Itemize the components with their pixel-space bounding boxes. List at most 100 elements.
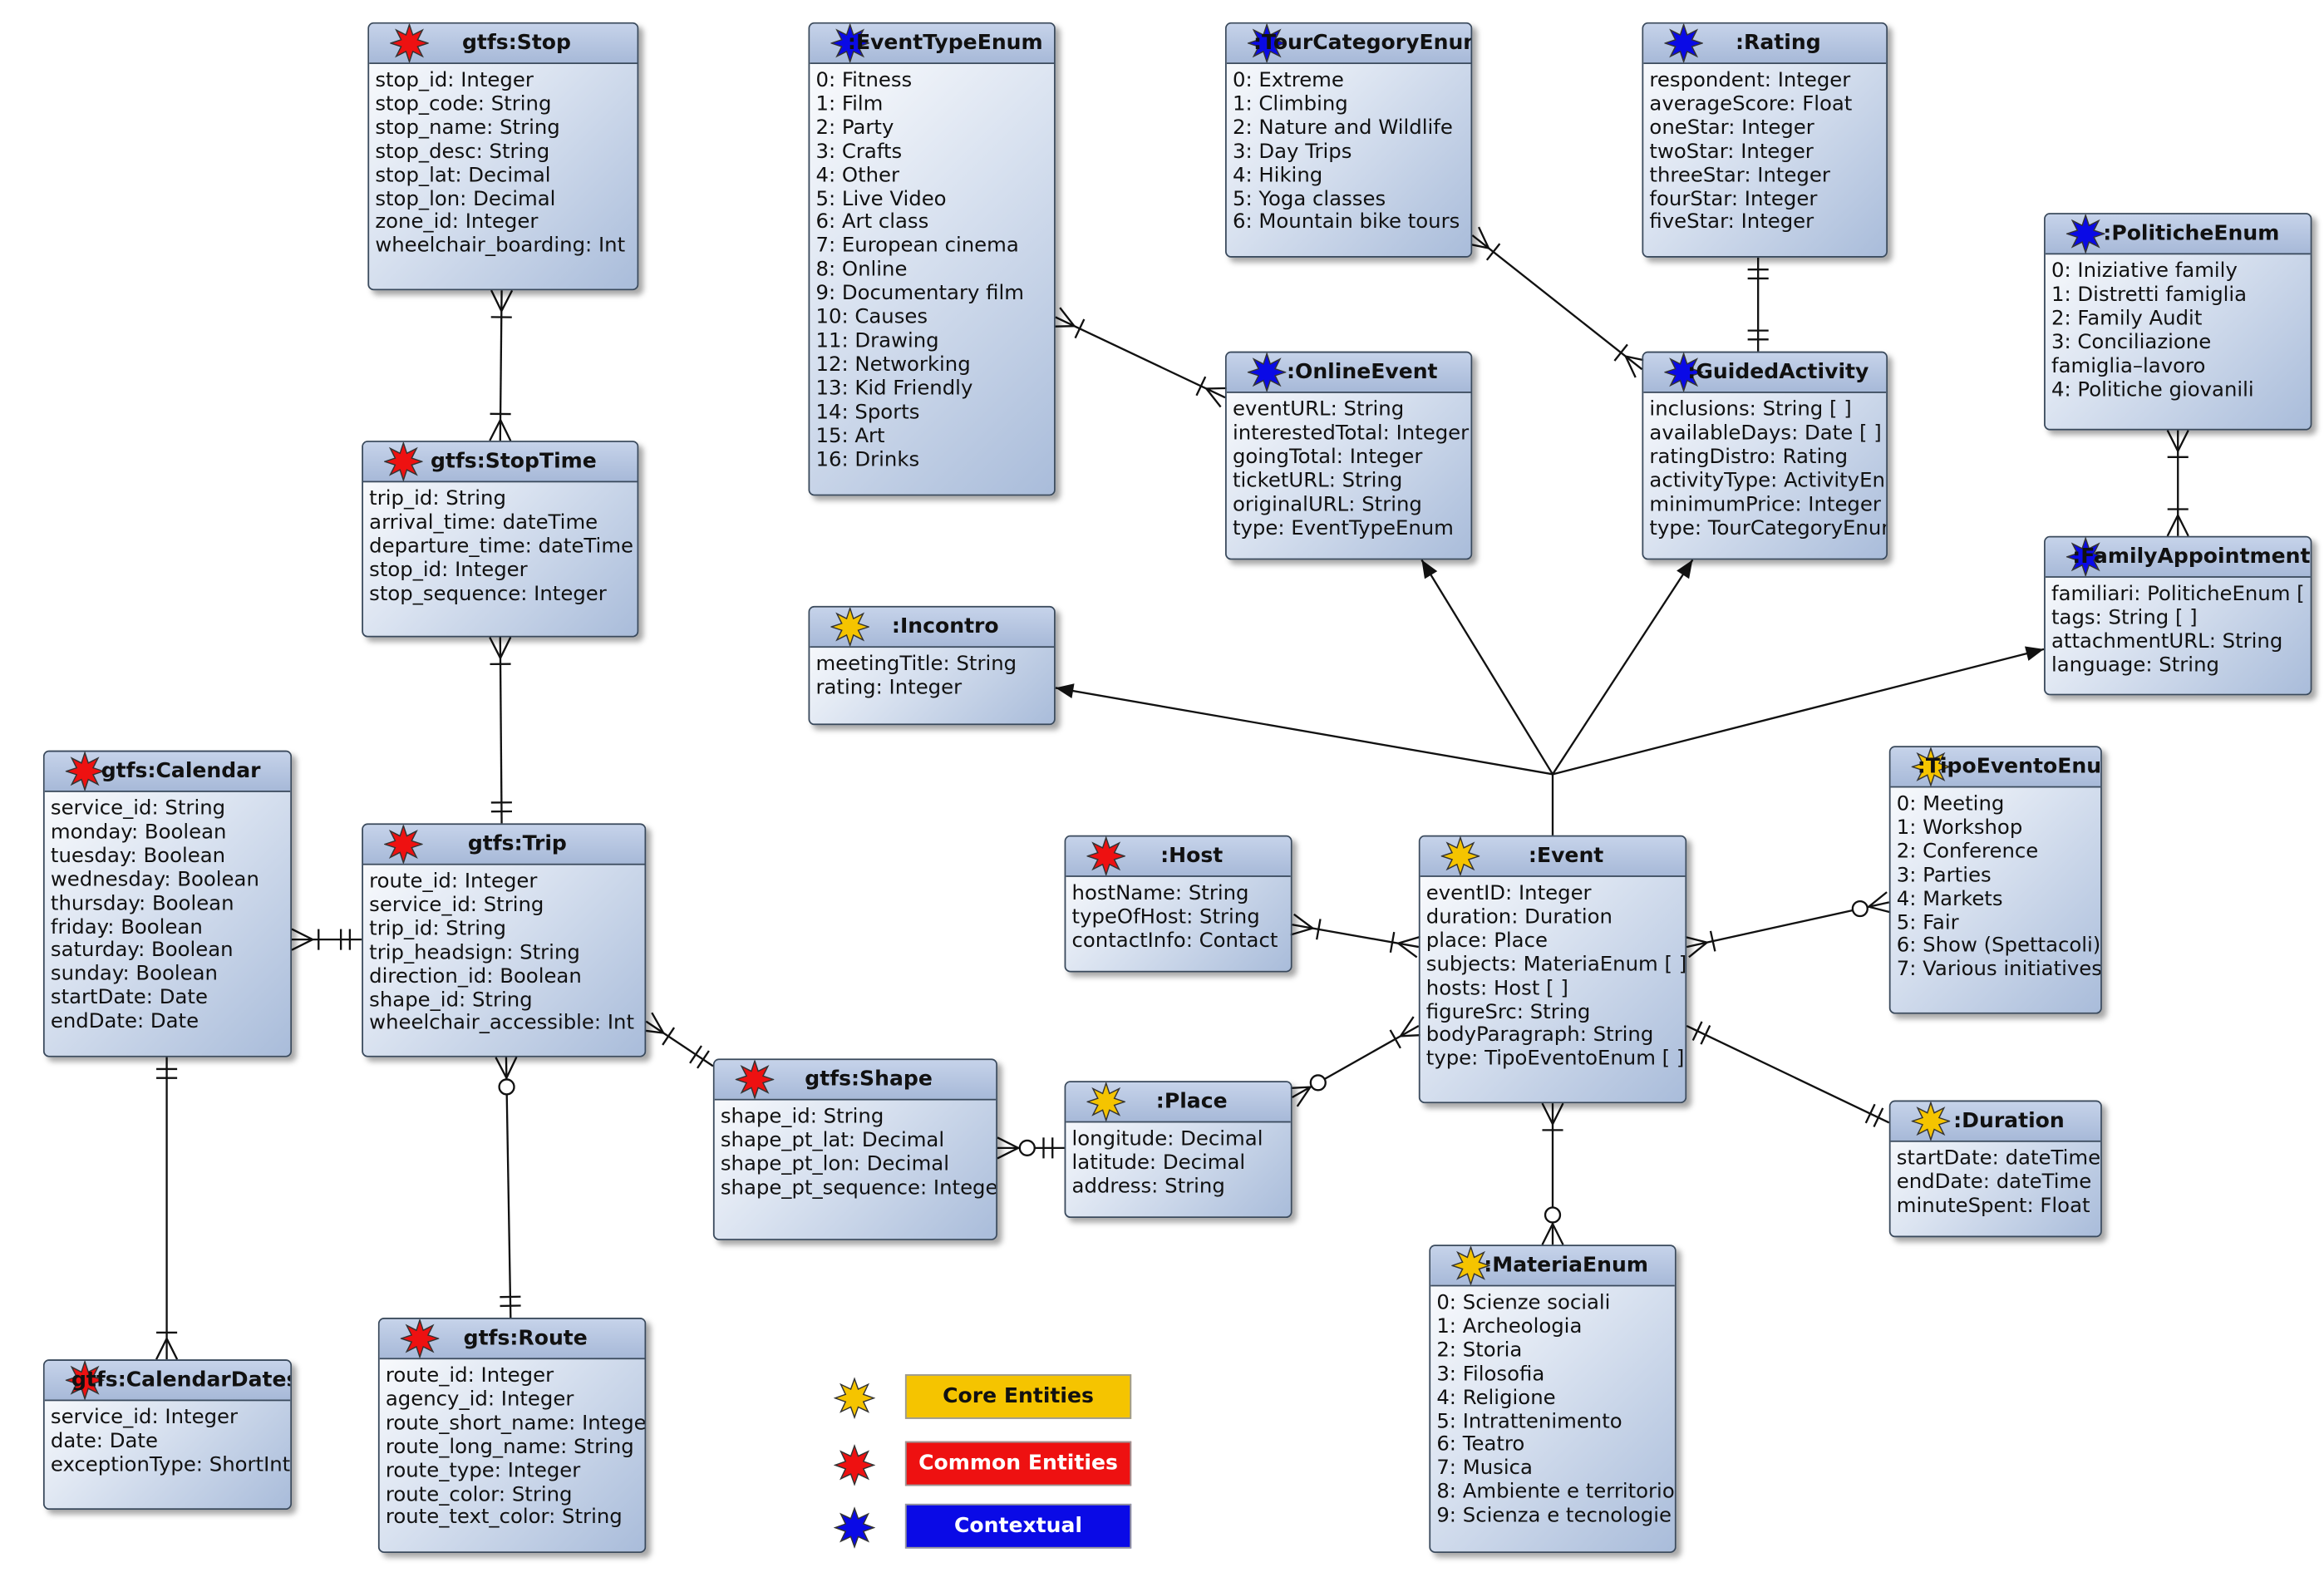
optional-circle <box>1545 1208 1560 1223</box>
entity-attribute: activityType: ActivityEnum <box>1649 470 1880 493</box>
entity-attribute: fiveStar: Integer <box>1649 212 1880 235</box>
entity-attribute: 11: Drawing <box>815 331 1047 354</box>
entity-attribute: route_id: Integer <box>369 871 638 895</box>
entity-attribute: endDate: dateTime <box>1897 1171 2095 1195</box>
entity-attribute: sunday: Boolean <box>51 964 284 987</box>
entity-title: :Incontro <box>810 608 1054 648</box>
entity-attribute: startDate: Date <box>51 988 284 1011</box>
entity-header: gtfs:Trip <box>363 825 644 865</box>
entity-attribute: route_long_name: String <box>386 1437 638 1460</box>
cardinality-bar <box>1873 1108 1883 1127</box>
entity-attribute: shape_id: String <box>721 1107 990 1130</box>
cardinality-bar <box>697 1051 709 1068</box>
entity-attribute: originalURL: String <box>1233 494 1465 517</box>
entity-attribute: 7: Musica <box>1436 1458 1668 1481</box>
cardinality-bar <box>690 1046 702 1063</box>
entity-attribute: 3: Crafts <box>815 141 1047 165</box>
entity-attribute: latitude: Decimal <box>1072 1152 1285 1176</box>
entity-attribute: type: EventTypeEnum <box>1233 517 1465 540</box>
entity-title: :Rating <box>1643 24 1886 64</box>
entity-title: :OnlineEvent <box>1227 352 1471 392</box>
entity-attribute: typeOfHost: String <box>1072 907 1285 930</box>
entity-attribute: saturday: Boolean <box>51 940 284 964</box>
optional-circle <box>1020 1141 1035 1156</box>
entity-attribute: 4: Hiking <box>1233 165 1465 188</box>
entity-attribute: direction_id: Boolean <box>369 966 638 989</box>
relation-line <box>1472 235 1642 369</box>
entity-header: :Incontro <box>810 608 1054 648</box>
entity-attribute: minimumPrice: Integer <box>1649 494 1880 517</box>
entity-attribute: wheelchair_accessible: Int <box>369 1013 638 1037</box>
entity-attribute: date: Date <box>51 1431 284 1454</box>
entity-attribute: 1: Archeologia <box>1436 1316 1668 1339</box>
entity-header: gtfs:Stop <box>369 24 637 64</box>
entity-attribute: monday: Boolean <box>51 821 284 845</box>
entity-attribute: duration: Duration <box>1426 907 1679 930</box>
entity-attribute: 2: Conference <box>1897 841 2095 865</box>
legend-common-star-icon <box>834 1444 875 1486</box>
entity-title: :EventTypeEnum <box>810 24 1054 64</box>
relation-line <box>1686 1026 1889 1122</box>
entity-attribute: 6: Art class <box>815 212 1047 235</box>
entity-attribute: stop_lat: Decimal <box>375 165 631 188</box>
entity-attribute: 0: Iniziative family <box>2051 260 2304 283</box>
cardinality-bar <box>662 1028 674 1045</box>
entity-header: :PoliticheEnum <box>2046 214 2311 254</box>
entity-header: :EventTypeEnum <box>810 24 1054 64</box>
entity-title: :PoliticheEnum <box>2046 214 2311 254</box>
entity-attribute: 2: Nature and Wildlife <box>1233 117 1465 140</box>
entity-attribute: 6: Show (Spettacoli) <box>1897 936 2095 959</box>
entity-attribute: route_text_color: String <box>386 1507 638 1530</box>
entity-attribute: route_short_name: Integer <box>386 1412 638 1436</box>
entity-attribute: interestedTotal: Integer <box>1233 422 1465 446</box>
entity-attribute: rating: Integer <box>815 678 1047 701</box>
relation-line <box>1421 559 1553 774</box>
cardinality-bar <box>1701 1026 1710 1045</box>
entity-attribute: 2: Party <box>815 117 1047 140</box>
legend-contextual-star-icon <box>834 1506 875 1548</box>
entity-attribute: 5: Intrattenimento <box>1436 1411 1668 1434</box>
cardinality-bar <box>1391 1030 1401 1048</box>
entity-header: gtfs:StopTime <box>363 442 638 482</box>
entity-attribute: stop_id: Integer <box>369 559 631 583</box>
entity-attribute: 14: Sports <box>815 402 1047 425</box>
entity-attribute: tuesday: Boolean <box>51 845 284 869</box>
entity-attribute: 10: Causes <box>815 307 1047 330</box>
entity-attribute: thursday: Boolean <box>51 893 284 916</box>
entity-attribute: respondent: Integer <box>1649 70 1880 93</box>
entity-header: gtfs:CalendarDates <box>45 1361 291 1401</box>
entity-attribute: 0: Extreme <box>1233 70 1465 93</box>
cardinality-bar <box>1196 377 1205 396</box>
entity-attribute: type: TipoEventoEnum [ ] <box>1426 1048 1679 1072</box>
entity-title: :Duration <box>1891 1102 2101 1141</box>
entity-attribute: departure_time: dateTime <box>369 535 631 559</box>
